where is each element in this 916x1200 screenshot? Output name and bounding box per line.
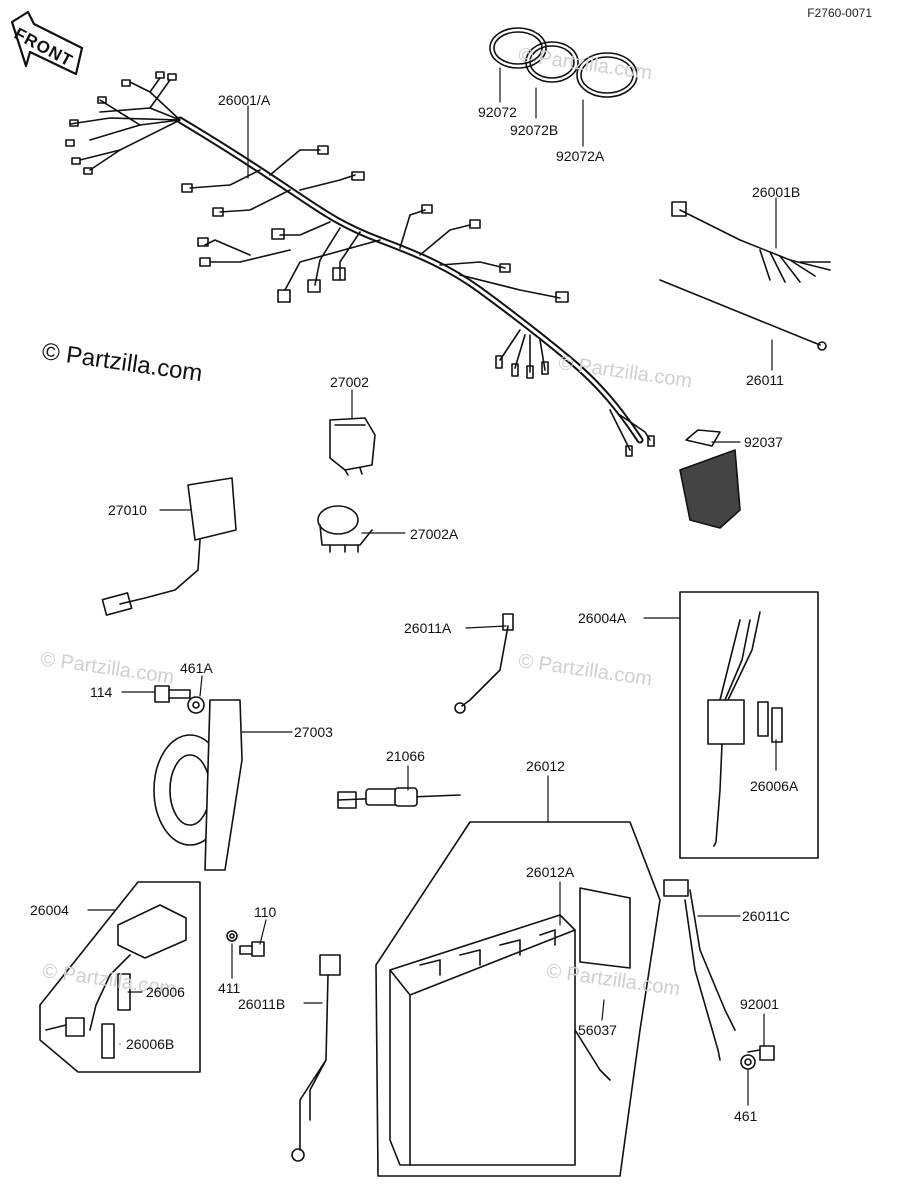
part-label-56037[interactable]: 56037 <box>578 1022 617 1038</box>
battery-26012-group <box>375 821 661 1177</box>
part-label-27002a[interactable]: 27002A <box>410 526 459 542</box>
front-arrow <box>10 10 84 76</box>
horn-27003 <box>153 699 243 871</box>
bolt-110 <box>239 941 265 957</box>
washer-411 <box>226 930 238 942</box>
part-label-26006a[interactable]: 26006A <box>750 778 799 794</box>
part-label-26012[interactable]: 26012 <box>526 758 565 774</box>
part-label-92072[interactable]: 92072 <box>478 104 517 120</box>
part-label-26011b[interactable]: 26011B <box>238 996 286 1012</box>
clamp-band-92072b <box>525 41 579 83</box>
part-label-92072a[interactable]: 92072A <box>556 148 605 164</box>
part-label-21066[interactable]: 21066 <box>386 748 425 764</box>
part-label-26012a[interactable]: 26012A <box>526 864 575 880</box>
part-label-461a[interactable]: 461A <box>180 660 213 676</box>
bolt-114 <box>154 685 191 703</box>
part-label-26006[interactable]: 26006 <box>146 984 185 1000</box>
washer-461 <box>740 1054 756 1070</box>
part-label-27010[interactable]: 27010 <box>108 502 147 518</box>
lead-26011b <box>291 954 341 1162</box>
part-label-27002[interactable]: 27002 <box>330 374 369 390</box>
main-wiring-harness <box>65 71 655 457</box>
leader-lines <box>87 67 777 1106</box>
figure-code: F2760-0071 <box>807 6 872 20</box>
part-label-92037[interactable]: 92037 <box>744 434 783 450</box>
part-label-411[interactable]: 411 <box>218 980 241 996</box>
relay-27002a <box>317 505 373 553</box>
fuse-holder-21066 <box>337 787 461 809</box>
part-label-114[interactable]: 114 <box>90 684 113 700</box>
regulator-26004a-group <box>679 591 819 859</box>
part-label-26006b[interactable]: 26006B <box>126 1036 175 1052</box>
part-label-26011c[interactable]: 26011C <box>742 908 791 924</box>
sub-harness-26001b <box>671 201 831 283</box>
part-label-26011[interactable]: 26011 <box>746 372 784 388</box>
part-label-26004[interactable]: 26004 <box>30 902 69 918</box>
regulator-26004-group <box>39 881 201 1073</box>
bolt-92001 <box>747 1045 775 1061</box>
bracket-92037 <box>679 429 741 529</box>
fuses-26006a <box>757 701 783 743</box>
part-label-461[interactable]: 461 <box>734 1108 758 1124</box>
ground-lead-26011a <box>454 613 514 714</box>
fuse-26006b <box>101 1023 115 1059</box>
part-label-92001[interactable]: 92001 <box>740 996 779 1012</box>
unit-27010 <box>101 477 237 616</box>
part-label-26004a[interactable]: 26004A <box>578 610 627 626</box>
part-label-92072b[interactable]: 92072B <box>510 122 559 138</box>
part-label-110[interactable]: 110 <box>254 904 277 920</box>
lead-26011c <box>663 879 736 1061</box>
ground-lead-26011 <box>659 279 827 351</box>
clamp-band-92072a <box>576 52 638 98</box>
washer-461a <box>187 696 205 714</box>
relay-27002 <box>329 417 376 476</box>
part-label-26001a[interactable]: 26001/A <box>218 92 271 108</box>
part-label-26001b[interactable]: 26001B <box>752 184 801 200</box>
part-label-27003[interactable]: 27003 <box>294 724 333 740</box>
part-label-26011a[interactable]: 26011A <box>404 620 452 636</box>
